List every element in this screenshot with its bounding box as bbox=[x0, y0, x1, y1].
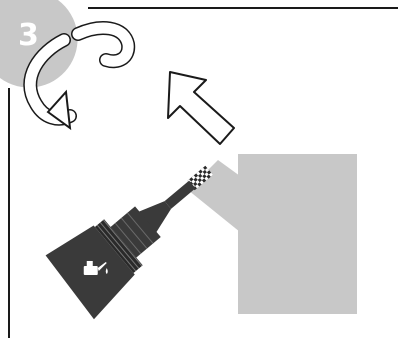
step-badge-shape bbox=[0, 0, 78, 88]
rotate-arrow-icon bbox=[23, 21, 136, 131]
tool-taper bbox=[137, 201, 172, 234]
oil-can-icon bbox=[83, 260, 108, 275]
tool-threads bbox=[94, 219, 143, 273]
tool-tip bbox=[186, 165, 214, 191]
target-channel bbox=[188, 160, 240, 232]
target-block bbox=[188, 154, 357, 314]
rotate-arrow-head bbox=[46, 89, 72, 131]
tool bbox=[45, 165, 214, 320]
step-number: 3 bbox=[18, 18, 39, 53]
tool-collar bbox=[110, 206, 161, 258]
direction-arrow-icon bbox=[167, 71, 235, 145]
target-block-body bbox=[238, 154, 357, 314]
tool-shaft bbox=[164, 180, 196, 209]
step-badge: 3 bbox=[0, 0, 78, 88]
tool-tip-pattern bbox=[186, 167, 214, 189]
